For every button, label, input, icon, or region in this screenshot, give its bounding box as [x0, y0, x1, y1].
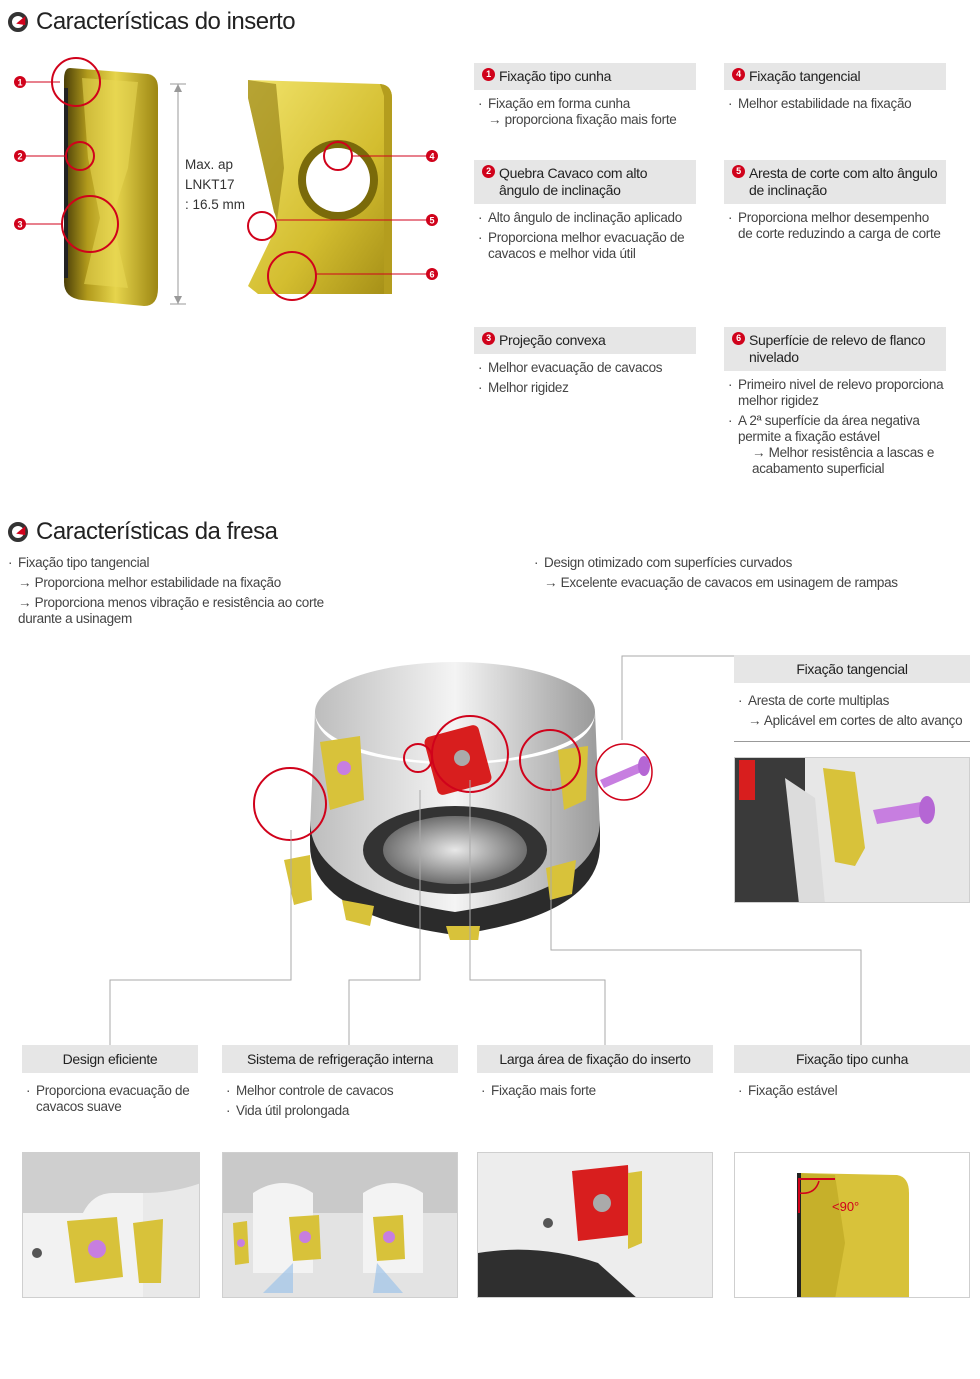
box-design: Design eficiente Proporciona evacuação d… [22, 1045, 198, 1163]
marker-6: 6 [267, 251, 438, 301]
angle-label: <90° [832, 1199, 860, 1214]
box-coolant: Sistema de refrigeração interna Melhor c… [222, 1045, 458, 1163]
feature-title-text: Superfície de relevo de flanco nivelado [749, 332, 926, 365]
box-seat: Larga área de fixação do inserto Fixação… [477, 1045, 713, 1163]
feature-description: Melhor estabilidade na fixação [724, 96, 946, 112]
feature-number-badge: 1 [482, 68, 495, 81]
box-wedge: Fixação tipo cunha Fixação estável [734, 1045, 970, 1163]
max-ap-label: Max. ap LNKT17 : 16.5 mm [185, 157, 246, 212]
feature-description: Proporciona melhor desempenho de corte r… [724, 210, 946, 242]
list-line: Fixação mais forte [481, 1083, 709, 1099]
list-line: Vida útil prolongada [226, 1103, 454, 1119]
feature-block: 5 Aresta de corte com alto ângulo de incl… [724, 160, 946, 242]
feature-title: 6 Superfície de relevo de flanco nivelado [724, 327, 946, 371]
marker-2: 2 [14, 141, 95, 171]
svg-text:5: 5 [429, 216, 434, 226]
milling-cutter-image [253, 662, 653, 940]
svg-text:1: 1 [17, 78, 22, 88]
feature-block: 3 Projeção convexaMelhor evacuação de cav… [474, 327, 696, 396]
list-line: Fixação tipo tangencial [8, 555, 348, 571]
svg-text:2: 2 [17, 152, 22, 162]
section-bullet-icon [8, 522, 28, 542]
insert-side-view [64, 68, 158, 306]
feature-title-text: Aresta de corte com alto ângulo de incli… [749, 165, 938, 198]
section-bullet-icon [8, 12, 28, 32]
feature-description: Alto ângulo de inclinação aplicadoPropor… [474, 210, 696, 262]
feature-number-badge: 6 [732, 332, 745, 345]
list-line: → Aplicável em cortes de alto avanço [748, 713, 963, 728]
feature-description: Fixação em forma cunha→ proporciona fixa… [474, 96, 696, 128]
photo-tangential [734, 757, 970, 903]
list-line: Design otimizado com superfícies curvado… [534, 555, 934, 571]
list-line: Fixação estável [738, 1083, 966, 1099]
svg-text:6: 6 [429, 270, 434, 280]
insert-diagram: 1 2 3 4 5 6 [14, 57, 438, 306]
feature-line: Melhor estabilidade na fixação [728, 96, 946, 112]
insert-front-view [248, 80, 392, 294]
feature-line: Fixação em forma cunha [478, 96, 696, 112]
feature-title-text: Fixação tangencial [749, 68, 861, 84]
section-title-insert: Características do inserto [8, 8, 296, 36]
photo-coolant [222, 1152, 458, 1298]
marker-3: 3 [14, 195, 119, 253]
section-title-cutter: Características da fresa [8, 518, 278, 546]
list-line: Proporciona evacuação de cavacos suave [26, 1083, 194, 1115]
feature-number-badge: 5 [732, 165, 745, 178]
feature-line: A 2ª superfície da área negativa permite… [728, 413, 946, 445]
list-line: Aresta de corte multiplas [738, 693, 966, 709]
feature-block: 4 Fixação tangencialMelhor estabilidade n… [724, 63, 946, 112]
feature-title: 5 Aresta de corte com alto ângulo de incl… [724, 160, 946, 204]
feature-title: 4 Fixação tangencial [724, 63, 946, 90]
feature-line: → Melhor resistência a lascas e acabamen… [752, 445, 935, 476]
feature-line: Proporciona melhor desempenho de corte r… [728, 210, 946, 242]
marker-1: 1 [14, 57, 101, 107]
marker-5: 5 [247, 211, 438, 241]
list-line: → Proporciona menos vibração e resistênc… [18, 595, 324, 626]
feature-line: Primeiro nivel de relevo proporciona mel… [728, 377, 946, 409]
feature-line: → proporciona fixação mais forte [488, 112, 677, 127]
feature-block: 1 Fixação tipo cunhaFixação em forma cunh… [474, 63, 696, 128]
feature-title: 3 Projeção convexa [474, 327, 696, 354]
photo-seat [477, 1152, 713, 1298]
list-line: → Excelente evacuação de cavacos em usin… [544, 575, 898, 590]
marker-4: 4 [323, 141, 438, 171]
feature-line: Melhor rigidez [478, 380, 696, 396]
svg-text:3: 3 [17, 220, 22, 230]
svg-text:4: 4 [429, 152, 434, 162]
feature-number-badge: 4 [732, 68, 745, 81]
connector-lines [109, 655, 862, 1045]
feature-line: Alto ângulo de inclinação aplicado [478, 210, 696, 226]
feature-title-text: Quebra Cavaco com alto ângulo de inclina… [499, 165, 648, 198]
list-line: → Proporciona melhor estabilidade na fix… [18, 575, 281, 590]
feature-block: 6 Superfície de relevo de flanco nivelado… [724, 327, 946, 477]
box-tangential: Fixação tangencial Aresta de corte multi… [734, 655, 970, 742]
feature-title: 2 Quebra Cavaco com alto ângulo de inclin… [474, 160, 696, 204]
feature-line: Proporciona melhor evacuação de cavacos … [478, 230, 696, 262]
feature-title-text: Projeção convexa [499, 332, 606, 348]
feature-block: 2 Quebra Cavaco com alto ângulo de inclin… [474, 160, 696, 262]
feature-description: Melhor evacuação de cavacosMelhor rigide… [474, 360, 696, 396]
list-line: Melhor controle de cavacos [226, 1083, 454, 1099]
feature-description: Primeiro nivel de relevo proporciona mel… [724, 377, 946, 477]
feature-number-badge: 2 [482, 165, 495, 178]
photo-wedge [734, 1152, 970, 1298]
feature-number-badge: 3 [482, 332, 495, 345]
feature-title: 1 Fixação tipo cunha [474, 63, 696, 90]
feature-line: Melhor evacuação de cavacos [478, 360, 696, 376]
feature-title-text: Fixação tipo cunha [499, 68, 612, 84]
photo-design [22, 1152, 200, 1298]
cutter-features-left: Fixação tipo tangencial → Proporciona mel… [8, 555, 348, 631]
cutter-features-right: Design otimizado com superfícies curvado… [534, 555, 934, 595]
max-ap-dimension [170, 83, 186, 305]
